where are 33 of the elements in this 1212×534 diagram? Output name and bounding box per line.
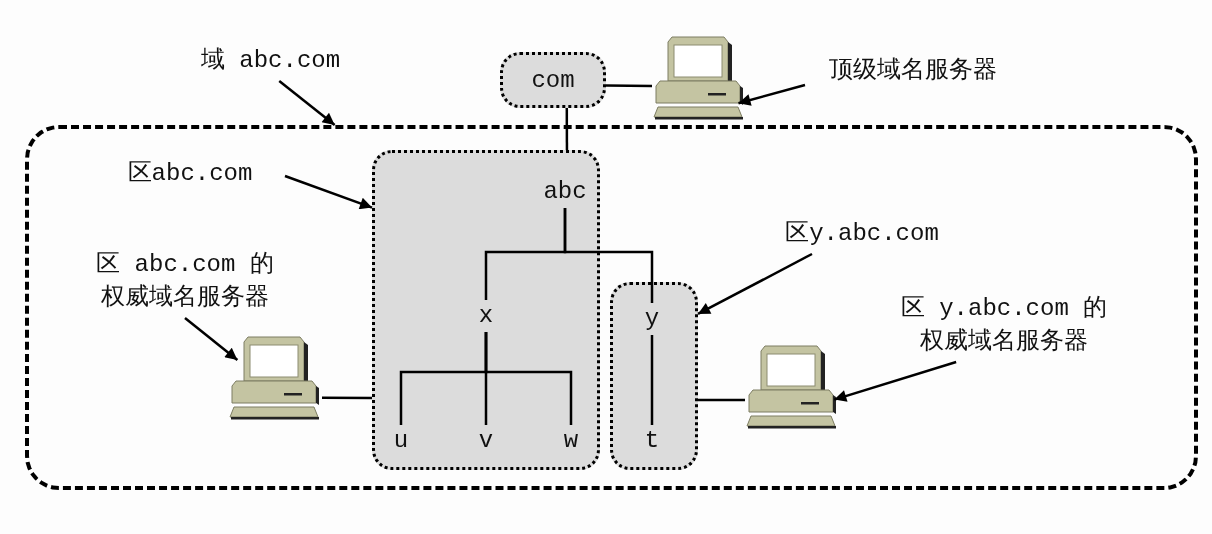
tree-node-label: abc [530, 176, 600, 208]
callout-label: 域 abc.com [183, 45, 358, 81]
zone-box [372, 150, 600, 470]
leader-arrow [284, 174, 373, 210]
callout-label: 区 abc.com 的权威域名服务器 [85, 248, 285, 318]
callout-label: 区y.abc.com [762, 218, 962, 254]
domain-node-box: com [500, 52, 606, 108]
connector-line [650, 335, 654, 425]
connector-line [565, 108, 569, 150]
tree-node-label: v [473, 425, 499, 457]
computer-icon [228, 333, 322, 423]
callout-label: 区abc.com [95, 158, 285, 194]
callout-label: 顶级域名服务器 [805, 55, 1020, 95]
tree-node-label: x [471, 300, 501, 332]
tree-node-label: y [637, 303, 667, 335]
connector-line [322, 396, 372, 400]
leader-arrow [833, 360, 957, 402]
callout-label: 区 y.abc.com 的权威域名服务器 [900, 292, 1108, 362]
connector-line [698, 398, 745, 402]
leader-arrow [738, 83, 806, 106]
tree-node-label: u [388, 425, 414, 457]
computer-icon [652, 33, 746, 123]
leader-arrow [184, 317, 239, 361]
tree-node-label: w [558, 425, 584, 457]
connector-line [563, 208, 654, 303]
tree-node-label: t [637, 425, 667, 457]
leader-arrow [697, 252, 813, 316]
leader-arrow [278, 80, 336, 126]
connector-line [606, 84, 652, 88]
connector-line [484, 332, 573, 425]
computer-icon [745, 342, 839, 432]
zone-box [610, 282, 698, 470]
domain-boundary [25, 125, 1198, 490]
